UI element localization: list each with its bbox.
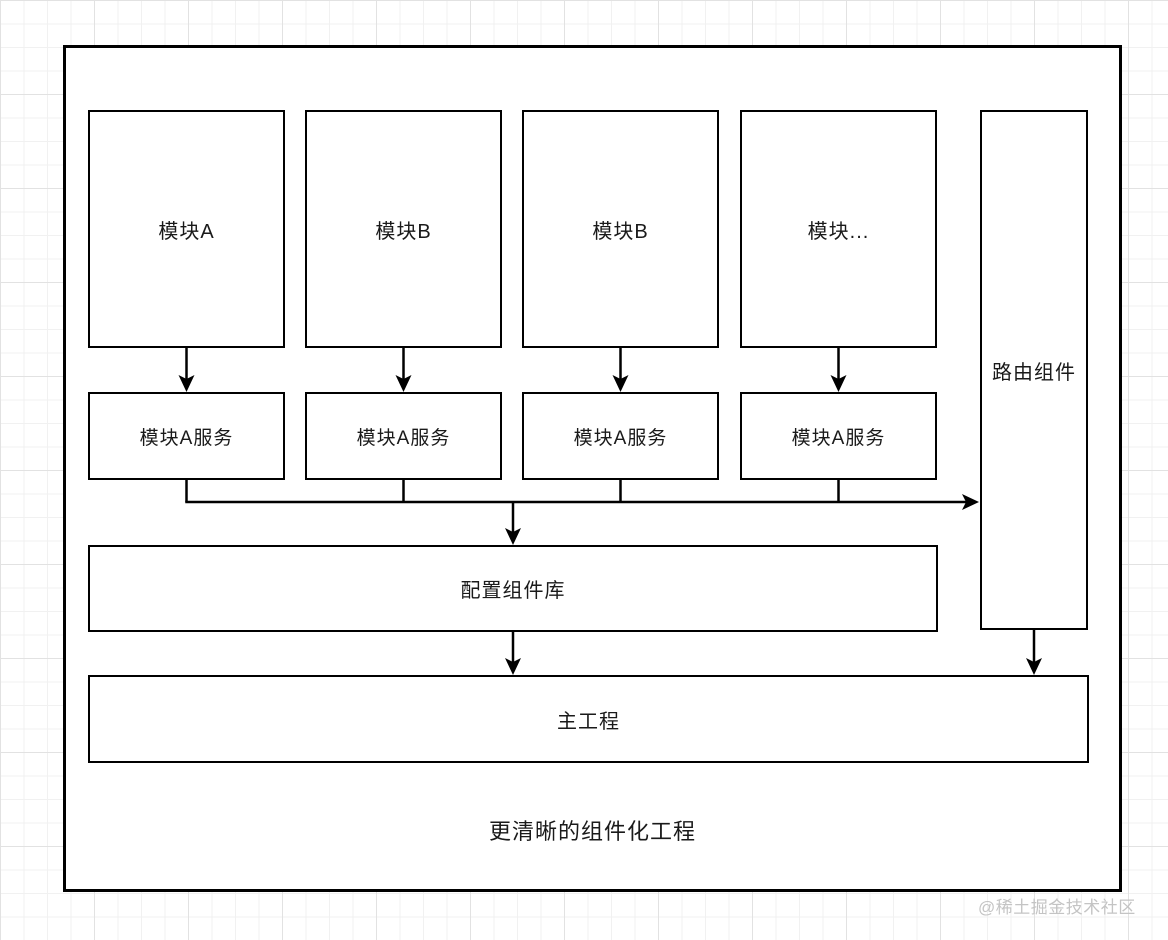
box-router-component: 路由组件 — [980, 110, 1088, 630]
box-service-4: 模块A服务 — [740, 392, 937, 480]
box-router-component-label: 路由组件 — [992, 361, 1076, 384]
box-module-ellipsis: 模块... — [740, 110, 937, 348]
box-main-project-label: 主工程 — [557, 710, 620, 733]
box-module-b1-label: 模块B — [375, 220, 432, 243]
box-module-b1: 模块B — [305, 110, 502, 348]
box-component-library-label: 配置组件库 — [460, 580, 566, 602]
diagram-caption: 更清晰的组件化工程 — [488, 819, 696, 844]
box-module-b2: 模块B — [522, 110, 719, 348]
box-module-b2-label: 模块B — [592, 220, 649, 243]
box-service-4-label: 模块A服务 — [791, 427, 886, 449]
box-module-a-label: 模块A — [158, 220, 215, 243]
box-module-a: 模块A — [88, 110, 285, 348]
box-service-3: 模块A服务 — [522, 392, 719, 480]
box-component-library: 配置组件库 — [88, 545, 938, 632]
watermark-text: @稀土掘金技术社区 — [978, 898, 1136, 917]
box-service-3-label: 模块A服务 — [573, 427, 668, 449]
box-main-project: 主工程 — [88, 675, 1089, 763]
box-service-2-label: 模块A服务 — [356, 427, 451, 449]
box-service-1-label: 模块A服务 — [139, 427, 234, 449]
box-service-2: 模块A服务 — [305, 392, 502, 480]
box-service-1: 模块A服务 — [88, 392, 285, 480]
box-module-ellipsis-label: 模块... — [807, 220, 870, 243]
